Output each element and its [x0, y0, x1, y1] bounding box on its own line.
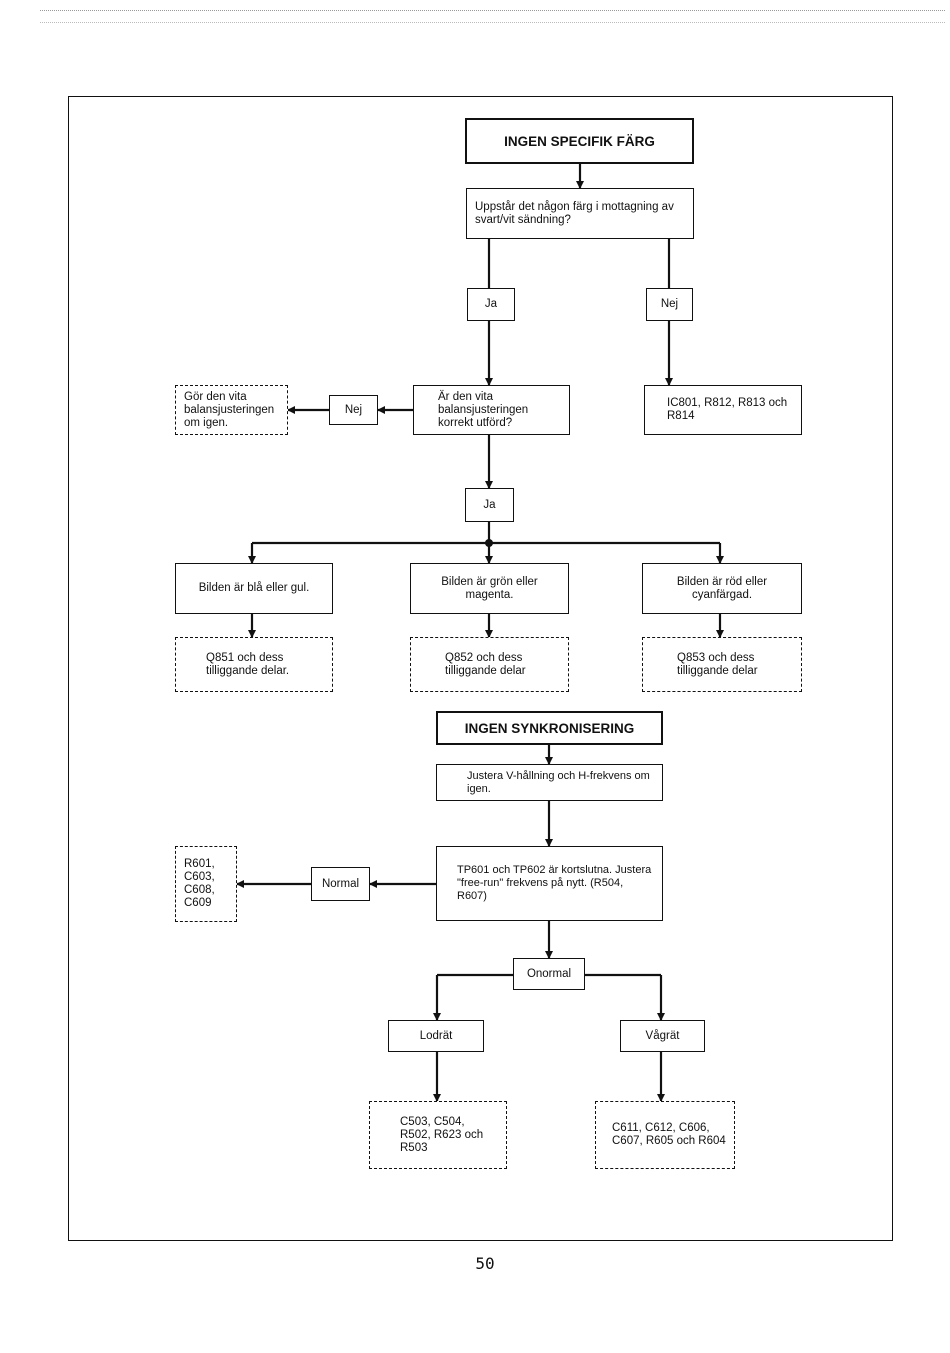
- result-horizontal: C611, C612, C606, C607, R605 och R604: [595, 1101, 735, 1169]
- junction-dot: [485, 539, 493, 547]
- diagram-frame: [68, 96, 893, 1241]
- scan-edge-line: [40, 10, 945, 11]
- action-redo-white-balance: Gör den vita balansjusteringen om igen.: [175, 385, 288, 435]
- label-normal: Normal: [311, 867, 370, 901]
- case-red-cyan: Bilden är röd eller cyanfärgad.: [642, 563, 802, 614]
- case-green-magenta: Bilden är grön eller magenta.: [410, 563, 569, 614]
- title-no-sync: INGEN SYNKRONISERING: [436, 711, 663, 745]
- action-adjust-hold: Justera V-hållning och H-frekvens om ige…: [436, 764, 663, 801]
- result-q852: Q852 och dess tilliggande delar: [410, 637, 569, 692]
- result-ic801: IC801, R812, R813 och R814: [644, 385, 802, 435]
- result-q851: Q851 och dess tilliggande delar.: [175, 637, 333, 692]
- case-blue-yellow: Bilden är blå eller gul.: [175, 563, 333, 614]
- label-horizontal: Vågrät: [620, 1020, 705, 1052]
- result-q853: Q853 och dess tilliggande delar: [642, 637, 802, 692]
- label-no-2: Nej: [329, 395, 378, 425]
- result-vertical: C503, C504, R502, R623 och R503: [369, 1101, 507, 1169]
- page-number: 50: [475, 1254, 495, 1273]
- question-white-balance: Är den vita balansjusteringen korrekt ut…: [413, 385, 570, 435]
- question-color-in-bw: Uppstår det någon färg i mottagning av s…: [466, 188, 694, 239]
- label-no-1: Nej: [646, 288, 693, 321]
- action-short-tp601: TP601 och TP602 är kortslutna. Justera "…: [436, 846, 663, 921]
- label-abnormal: Onormal: [513, 958, 585, 990]
- title-no-specific-color: INGEN SPECIFIK FÄRG: [465, 118, 694, 164]
- label-yes-1: Ja: [467, 288, 515, 321]
- scan-edge-line: [40, 22, 945, 23]
- label-vertical: Lodrät: [388, 1020, 484, 1052]
- result-r601: R601, C603, C608, C609: [175, 846, 237, 922]
- label-yes-2: Ja: [465, 488, 514, 522]
